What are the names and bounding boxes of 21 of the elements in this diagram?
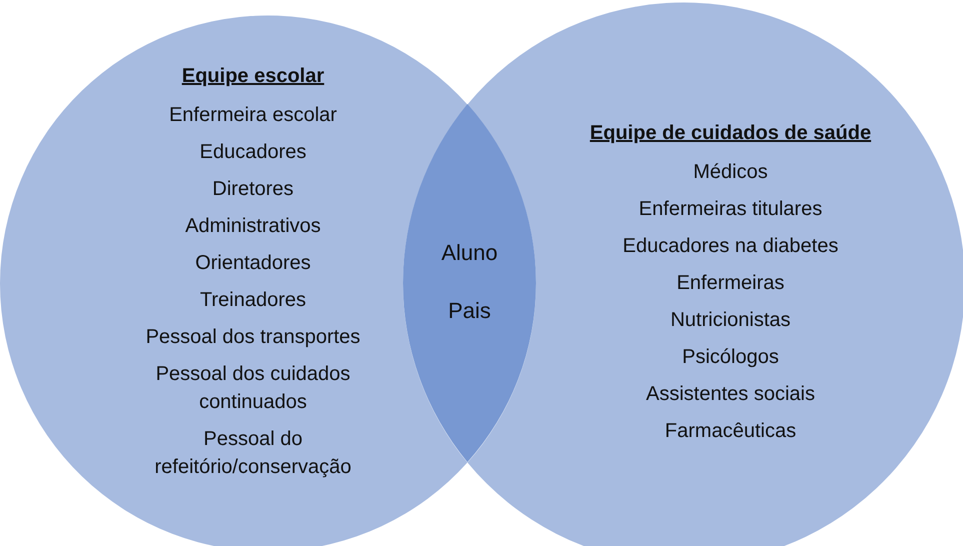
member-label: Pessoal dos cuidados continuados [154,362,352,415]
member-label: Médicos [693,160,768,185]
member-label: Educadores [200,140,306,165]
member-label: Aluno [441,238,498,267]
member-label: Pais [448,296,491,325]
member-label: Assistentes sociais [646,382,815,407]
member-label: Farmacêuticas [664,419,796,444]
member-label: Treinadores [200,288,306,313]
group-heading: Equipe escolar [182,64,324,89]
member-label: Enfermeira escolar [169,103,337,128]
group-heading: Equipe de cuidados de saúde [590,121,872,146]
member-label: Educadores na diabetes [622,234,838,259]
member-label: Enfermeiras [676,271,784,296]
member-label: Nutricionistas [670,308,791,333]
member-label: Psicólogos [682,345,779,370]
member-label: Orientadores [195,251,311,276]
member-label: Diretores [212,177,294,202]
member-label: Pessoal do refeitório/conservação [154,427,352,480]
member-label: Administrativos [185,214,321,239]
member-label: Enfermeiras titulares [638,197,822,222]
member-label: Pessoal dos transportes [146,325,360,350]
